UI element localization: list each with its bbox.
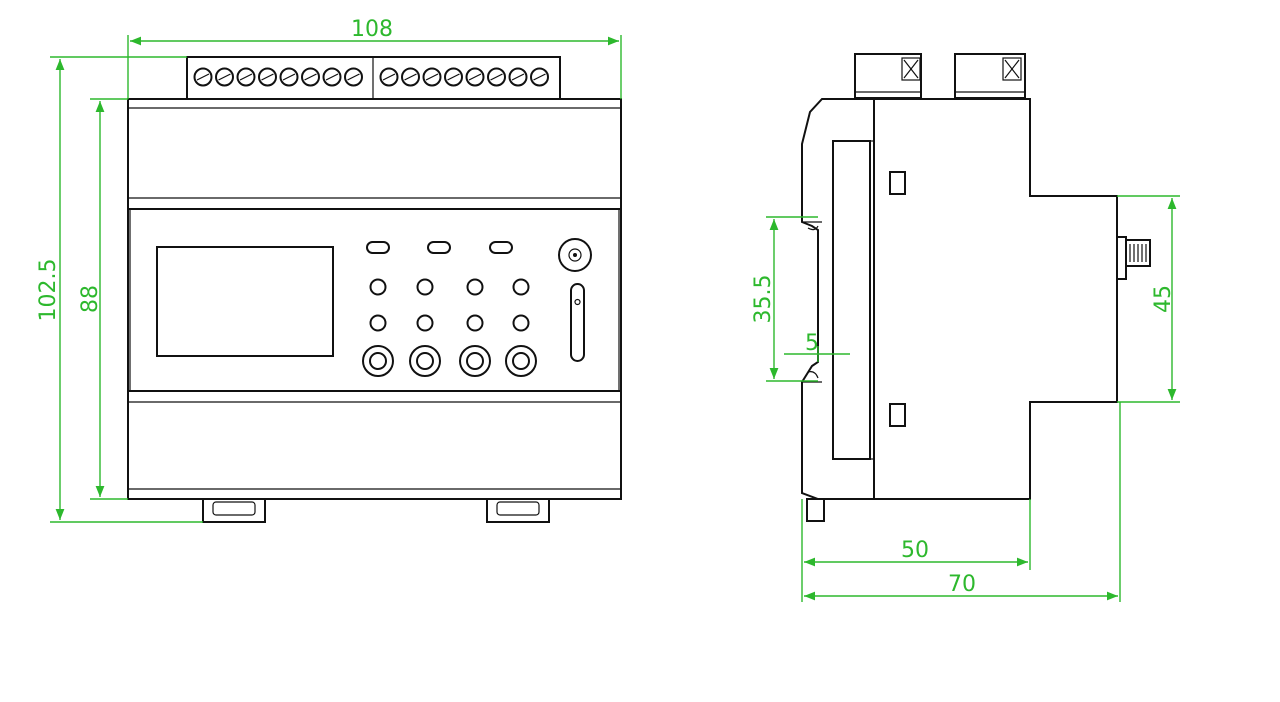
- large-button: [362, 345, 394, 377]
- terminal-screw: [379, 67, 399, 87]
- terminal-screw: [465, 67, 485, 87]
- large-button: [409, 345, 441, 377]
- din-clip-left: [202, 499, 266, 523]
- terminal-screw: [322, 67, 342, 87]
- small-button: [466, 278, 484, 296]
- side-terminal-left: [854, 53, 922, 99]
- side-latch-bottom: [889, 403, 906, 427]
- dim-terminal-label: 45: [1151, 285, 1176, 313]
- dim-rail-label: 35.5: [751, 275, 776, 324]
- terminal-screw: [215, 67, 234, 87]
- front-dimensions: 108 102.5 88: [36, 17, 622, 523]
- small-button: [369, 278, 387, 296]
- terminal-screw: [258, 67, 277, 87]
- lcd-screen: [156, 246, 334, 357]
- front-housing: [127, 98, 622, 500]
- led-indicator: [366, 241, 390, 254]
- terminal-screw: [444, 67, 463, 87]
- small-button: [416, 314, 434, 332]
- terminal-screw: [530, 67, 549, 87]
- terminal-screw: [301, 67, 320, 87]
- rotary-knob: [558, 238, 592, 272]
- small-button: [512, 278, 530, 296]
- led-indicator: [427, 241, 451, 254]
- small-button: [416, 278, 434, 296]
- side-front-panel: [832, 140, 871, 460]
- indicator-leds: [366, 241, 513, 254]
- terminal-screw: [344, 67, 363, 87]
- terminal-screw: [487, 67, 506, 87]
- card-slot: [570, 283, 585, 362]
- large-button: [505, 345, 537, 377]
- dim-body-depth-label: 50: [901, 538, 929, 563]
- front-panel: [129, 208, 620, 392]
- side-dimensions: 35.5 5 45 50 70: [751, 195, 1180, 602]
- dim-total-depth-label: 70: [948, 572, 976, 597]
- small-button: [466, 314, 484, 332]
- dim-body-height-label: 88: [78, 285, 103, 313]
- dim-total-height-label: 102.5: [36, 259, 61, 322]
- terminal-screw: [508, 67, 528, 87]
- terminal-screw: [279, 67, 299, 87]
- front-view: [127, 56, 622, 523]
- led-indicator: [489, 241, 513, 254]
- side-view: [801, 53, 1151, 522]
- small-button: [369, 314, 387, 332]
- side-terminal-right: [954, 53, 1026, 99]
- din-clip-right: [486, 499, 550, 523]
- dim-rail-offset-label: 5: [805, 331, 819, 356]
- front-terminal-strip: [186, 56, 561, 100]
- side-bottom-clip: [806, 498, 825, 522]
- terminal-screw: [401, 67, 420, 87]
- terminal-screws: [193, 67, 549, 87]
- side-latch-top: [889, 171, 906, 195]
- terminal-screw: [236, 67, 256, 87]
- terminal-screw: [422, 67, 442, 87]
- small-button: [512, 314, 530, 332]
- side-connector: [1125, 239, 1151, 267]
- dim-width-label: 108: [351, 17, 393, 42]
- terminal-screw: [193, 67, 213, 87]
- large-button: [459, 345, 491, 377]
- button-grid: [362, 278, 537, 377]
- side-housing: [801, 98, 1118, 500]
